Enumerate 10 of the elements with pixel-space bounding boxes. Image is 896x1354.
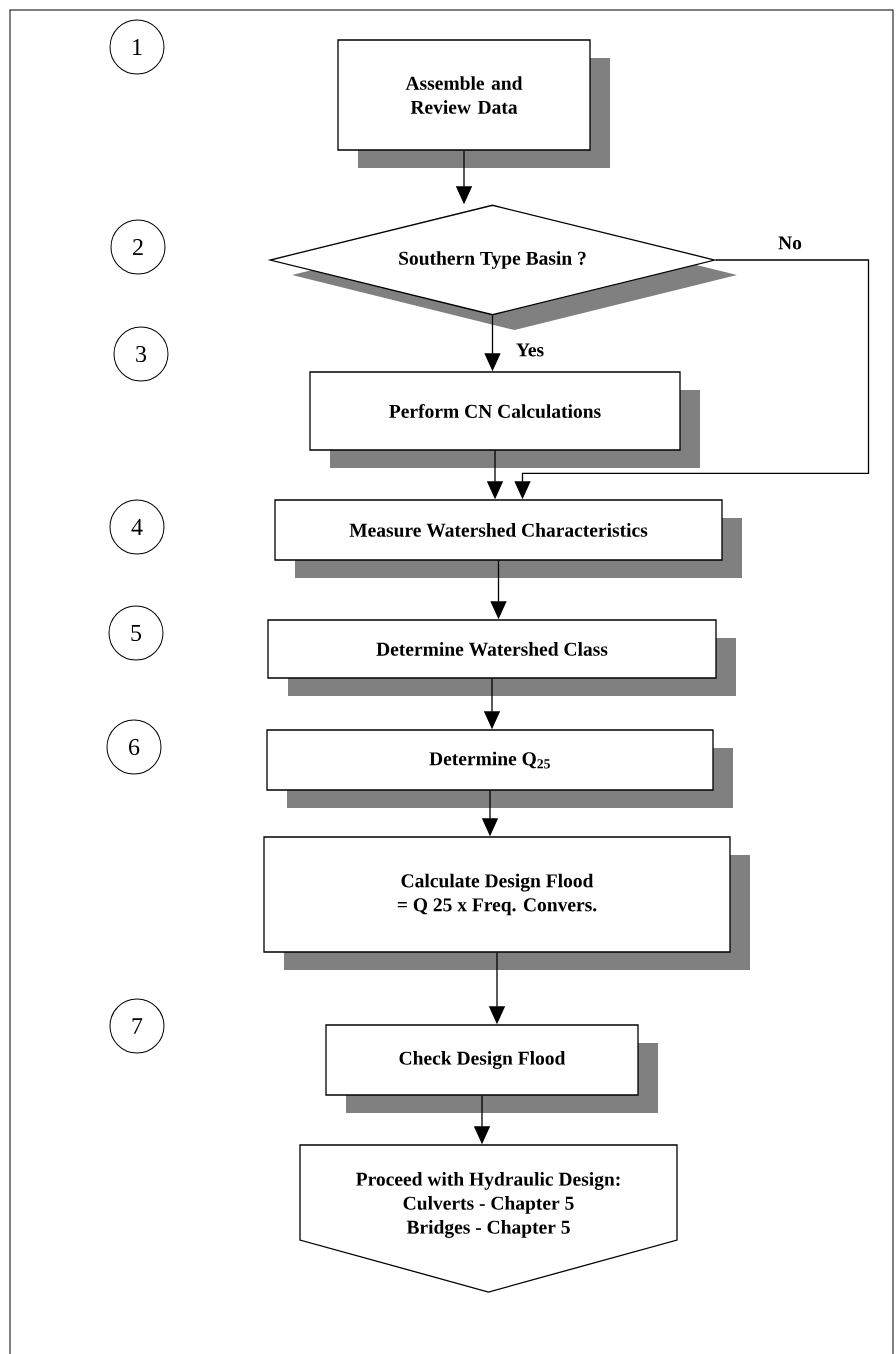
edge-label: No: [778, 236, 802, 250]
process-box: Measure Watershed Characteristics: [274, 499, 742, 578]
process-box: Determine Q$_{25}$: [266, 729, 733, 808]
process-box: Calculate Design Flood = Q 25 x Freq. Convers.: [263, 836, 750, 970]
process-box: Perform CN Calculations: [309, 371, 700, 468]
process-box: Determine Watershed Class: [267, 619, 736, 696]
process-box: Check Design Flood: [325, 1024, 658, 1113]
edge-label: Yes: [516, 343, 544, 357]
terminal-pentagon: Proceed with Hydraulic Design: Culverts - Chapter 5 Bridges - Chapter 5: [299, 1144, 678, 1293]
process-box: Assemble and Review Data: [337, 39, 610, 168]
